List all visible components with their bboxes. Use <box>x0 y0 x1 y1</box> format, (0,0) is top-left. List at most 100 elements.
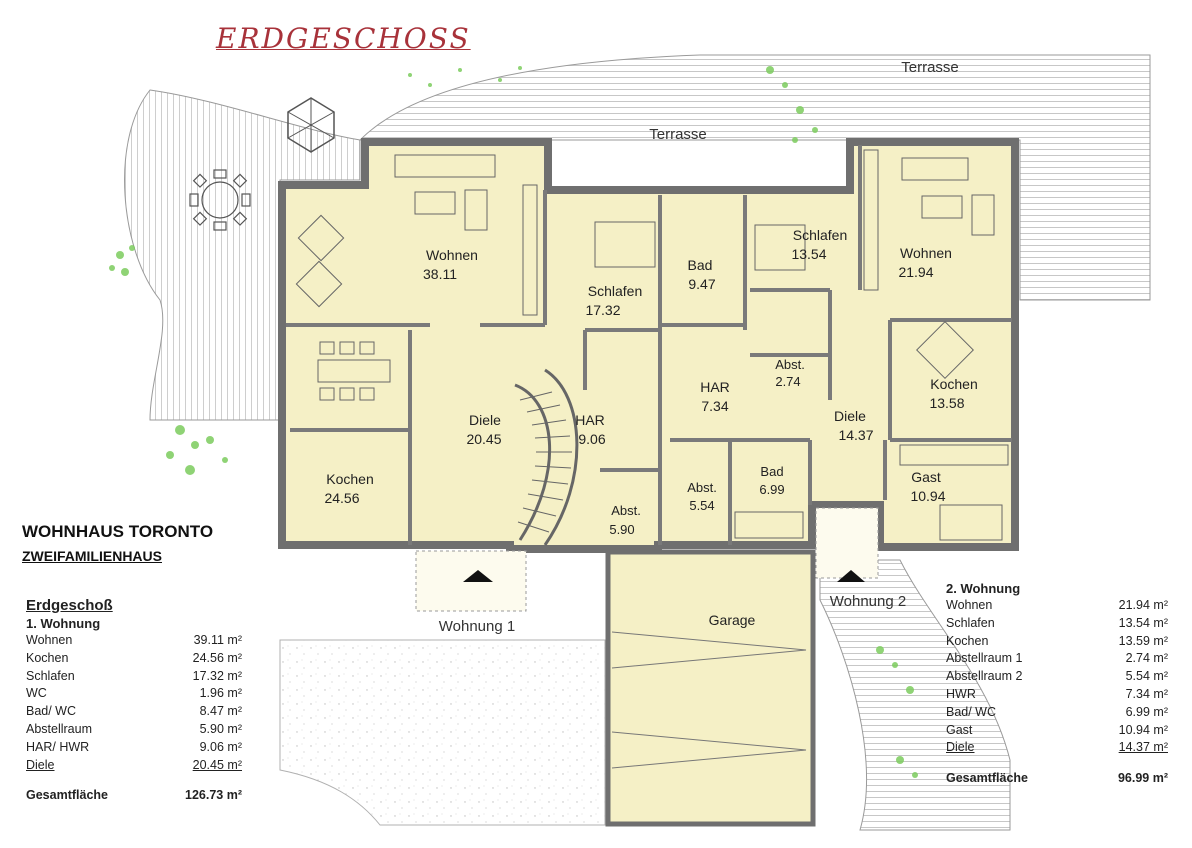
house-type: ZWEIFAMILIENHAUS <box>22 548 162 564</box>
area-row: Gast 10.94 m² <box>946 722 1168 740</box>
room-kochen-2: Kochen <box>930 376 977 392</box>
area-table-header: Erdgeschoß <box>26 597 113 614</box>
room-abst-2a-area: 2.74 <box>775 374 800 389</box>
room-gast-2-area: 10.94 <box>910 488 945 504</box>
area-row-value: 1.96 m² <box>199 686 242 701</box>
terrace-label-center: Terrasse <box>649 126 707 143</box>
area-row-value: 6.99 m² <box>1125 704 1168 719</box>
area-row: Schlafen 17.32 m² <box>26 668 242 686</box>
area-total-label: Gesamtfläche <box>26 788 108 803</box>
area-row-value: 17.32 m² <box>192 668 242 683</box>
area-table-unit2-subheader: 2. Wohnung <box>946 581 1021 596</box>
area-table-unit2: 2. Wohnung Wohnen 21.94 m² Schlafen 13.54 … <box>946 581 1168 785</box>
area-row: Diele 14.37 m² <box>946 739 1168 757</box>
area-row-value: 13.59 m² <box>1118 633 1168 648</box>
room-bad-2-area: 6.99 <box>759 482 784 497</box>
area-row: Wohnen 39.11 m² <box>26 632 242 650</box>
area-total-value: 126.73 m² <box>185 788 242 803</box>
area-row: Schlafen 13.54 m² <box>946 615 1168 633</box>
room-wohnen-2-area: 21.94 <box>898 264 933 280</box>
area-row: Wohnen 21.94 m² <box>946 597 1168 615</box>
area-row: Kochen 24.56 m² <box>26 650 242 668</box>
room-schlafen-1-area: 17.32 <box>585 302 620 318</box>
room-diele-2-area: 14.37 <box>838 427 873 443</box>
entrance-arrow-1 <box>463 570 493 582</box>
interior-walls <box>286 145 1012 545</box>
area-row: Abstellraum 2 5.54 m² <box>946 668 1168 686</box>
area-total-unit2: Gesamtfläche 96.99 m² <box>946 771 1168 785</box>
entrance-porch-2 <box>815 507 879 579</box>
terrace-label-top: Terrasse <box>901 59 959 76</box>
room-kochen-1-area: 24.56 <box>324 490 359 506</box>
area-row-value: 5.90 m² <box>199 721 242 736</box>
area-row-value: 9.06 m² <box>199 739 242 754</box>
area-row-label: Bad/ WC <box>26 704 77 719</box>
room-diele-1: Diele <box>469 412 501 428</box>
room-bad-2: Bad <box>760 464 783 479</box>
area-table-unit1: Erdgeschoß 1. Wohnung Wohnen 39.11 m² Koc… <box>26 597 242 802</box>
area-row-label: Kochen <box>26 650 69 665</box>
area-row-label: HWR <box>946 686 976 701</box>
terrace-deck <box>124 54 1151 831</box>
entrance-label-1: Wohnung 1 <box>439 618 515 635</box>
area-row: Diele 20.45 m² <box>26 757 242 775</box>
area-row-value: 5.54 m² <box>1125 669 1168 684</box>
area-row-label: Abstellraum 2 <box>946 669 1023 684</box>
area-row-label: Schlafen <box>946 615 995 630</box>
area-row-value: 14.37 m² <box>1118 740 1168 755</box>
entrance-label-2: Wohnung 2 <box>830 593 906 610</box>
room-abst-2b-area: 5.54 <box>689 498 714 513</box>
room-gast-2: Gast <box>911 469 941 485</box>
room-wohnen-2: Wohnen <box>900 245 952 261</box>
room-kochen-2-area: 13.58 <box>929 395 964 411</box>
area-total-label: Gesamtfläche <box>946 771 1028 786</box>
room-diele-1-area: 20.45 <box>466 431 501 447</box>
room-schlafen-2: Schlafen <box>793 227 847 243</box>
area-row-label: Kochen <box>946 633 989 648</box>
driveway <box>279 639 606 826</box>
area-row-label: Abstellraum 1 <box>946 651 1023 666</box>
area-row-label: Wohnen <box>26 633 73 647</box>
room-diele-2: Diele <box>834 408 866 424</box>
area-row-value: 39.11 m² <box>193 633 242 647</box>
room-wohnen-1-area: 38.11 <box>423 266 457 282</box>
outdoor-table-icon <box>189 169 251 231</box>
area-table-unit1-subheader: 1. Wohnung <box>26 616 101 631</box>
area-row-value: 10.94 m² <box>1118 722 1168 737</box>
area-row-label: HAR/ HWR <box>26 739 90 754</box>
area-row-label: Diele <box>26 757 55 772</box>
area-row: Abstellraum 1 2.74 m² <box>946 650 1168 668</box>
house-floor <box>278 138 1019 827</box>
area-row-label: Bad/ WC <box>946 704 997 719</box>
room-abst-2a: Abst. <box>775 357 805 372</box>
room-har-1-area: 9.06 <box>578 431 605 447</box>
area-row-value: 20.45 m² <box>192 757 242 772</box>
room-kochen-1: Kochen <box>326 471 373 487</box>
room-schlafen-1: Schlafen <box>588 283 642 299</box>
area-row: HAR/ HWR 9.06 m² <box>26 739 242 757</box>
area-row-label: Diele <box>946 740 975 755</box>
area-row-value: 13.54 m² <box>1118 615 1168 630</box>
area-row: Bad/ WC 6.99 m² <box>946 704 1168 722</box>
area-row-label: Gast <box>946 722 973 737</box>
area-row-value: 8.47 m² <box>199 704 242 719</box>
area-row-label: Wohnen <box>946 598 993 612</box>
room-abst-2b: Abst. <box>687 480 717 495</box>
area-row-value: 24.56 m² <box>192 650 242 665</box>
staircase <box>514 368 579 546</box>
furniture <box>295 149 1009 541</box>
area-row: Bad/ WC 8.47 m² <box>26 703 242 721</box>
area-row: Kochen 13.59 m² <box>946 633 1168 651</box>
area-total-value: 96.99 m² <box>1117 771 1168 786</box>
entrance-arrow-2 <box>837 570 865 582</box>
room-har-2-area: 7.34 <box>701 398 728 414</box>
garage-label: Garage <box>709 612 756 628</box>
area-row-value: 21.94 m² <box>1118 598 1168 612</box>
area-row-value: 2.74 m² <box>1125 651 1168 666</box>
room-schlafen-2-area: 13.54 <box>791 246 826 262</box>
area-row-label: Schlafen <box>26 668 75 683</box>
plan-title: ERDGESCHOSS <box>216 22 471 55</box>
